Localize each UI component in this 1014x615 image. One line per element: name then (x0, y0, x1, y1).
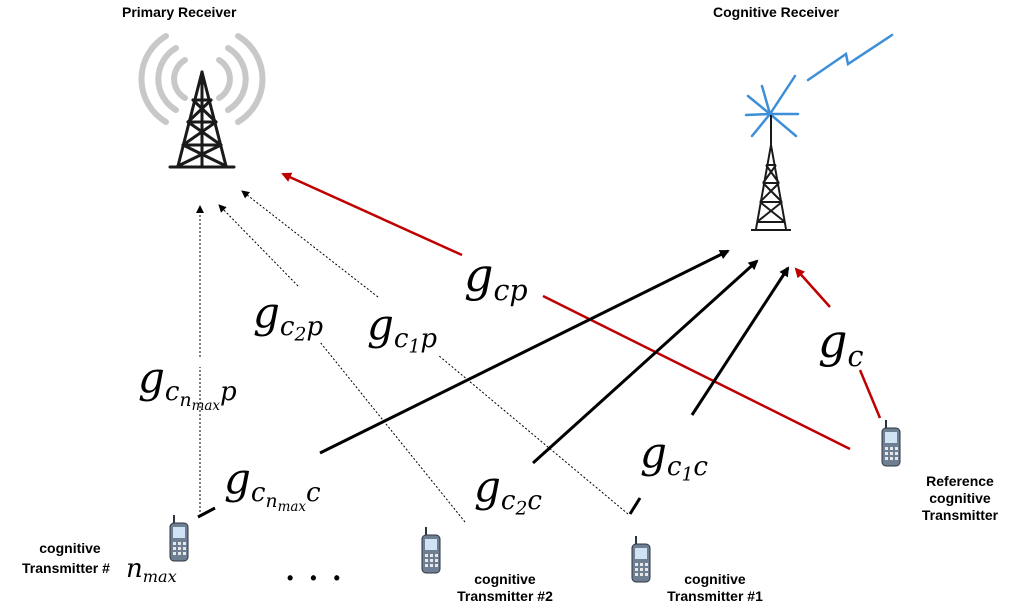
label-g-c2p: gc2p (253, 288, 324, 346)
link-cp-upper (281, 172, 463, 257)
tx-nmax-label-line2: Transmitter # (22, 560, 110, 576)
primary-tower-icon (138, 33, 266, 169)
label-g-c1p: gc1p (367, 300, 438, 358)
label-g-c: gc (818, 314, 864, 374)
interference-links-dotted (196, 190, 629, 523)
link-nmax-c-stub (197, 506, 216, 519)
tx1-line-2: Transmitter #1 (667, 588, 763, 604)
reference-line-1: Reference (926, 473, 994, 489)
black-links (197, 249, 790, 519)
tx2-line-1: cognitive (474, 571, 536, 587)
link-cp-lower (542, 294, 851, 451)
primary-receiver-label: Primary Receiver (122, 4, 237, 20)
link-c1-c-stub (628, 497, 642, 515)
tx1-line-1: cognitive (684, 571, 746, 587)
reference-line-3: Transmitter (921, 507, 999, 523)
link-c2-c (531, 259, 759, 465)
link-c2-p-lower (319, 341, 466, 523)
label-g-cp: gcp (464, 248, 528, 308)
tx2-label: cognitive Transmitter #2 (445, 571, 565, 605)
ellipsis: • • • (287, 568, 346, 588)
phone-icon (631, 536, 651, 583)
reference-line-2: cognitive (929, 490, 991, 506)
reference-transmitter-label: Reference cognitive Transmitter (905, 473, 1014, 524)
link-c2-p-upper (218, 204, 299, 287)
tx-nmax-label-line1: cognitive (39, 540, 101, 556)
phone-icon (169, 515, 189, 562)
tx-nmax-math: nmax (126, 554, 177, 587)
link-c-lower (858, 369, 882, 419)
phone-icon (881, 420, 901, 467)
label-g-cnmax-c: gcnmaxc (224, 454, 321, 515)
link-c-upper (794, 267, 831, 308)
phone-icon (421, 527, 441, 574)
tx1-label: cognitive Transmitter #1 (655, 571, 775, 605)
link-nmax-c (319, 249, 730, 455)
link-c1-p-lower (437, 354, 629, 515)
cognitive-antenna-icon (744, 33, 894, 231)
red-links (281, 172, 882, 451)
label-g-cnmax-p: gcnmaxp (138, 353, 237, 414)
link-c1-c (690, 266, 790, 416)
cognitive-receiver-label: Cognitive Receiver (713, 4, 840, 20)
link-c1-p-upper (241, 190, 379, 298)
tx2-line-2: Transmitter #2 (457, 588, 553, 604)
label-g-c2c: gc2c (474, 462, 542, 520)
label-g-c1c: gc1c (640, 428, 708, 486)
